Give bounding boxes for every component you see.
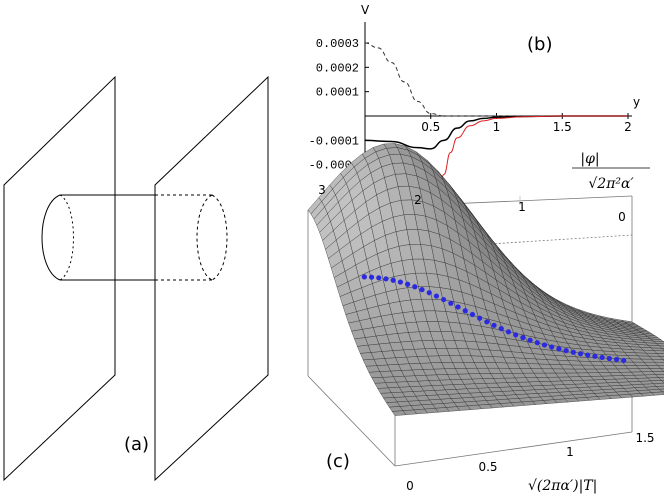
c-t-tick-label: 0.5 (478, 460, 497, 474)
b-xtick-label: 1.5 (553, 120, 572, 134)
c-phi-tick-label: 3 (318, 183, 326, 197)
panel-a-diagram (3, 75, 269, 482)
c-phi-tick-label: 0 (618, 210, 626, 224)
b-ylabel: V (361, 3, 370, 17)
c-curve-point (397, 279, 403, 285)
c-curve-point (549, 344, 555, 350)
panel-c-label: (c) (326, 451, 350, 472)
panel-b-label: (b) (527, 34, 552, 55)
c-curve-point (585, 352, 591, 358)
c-curve-point (592, 353, 598, 359)
b-ytick-label: 0.0001 (316, 86, 359, 100)
c-curve-point (534, 340, 540, 346)
c-curve-point (412, 284, 418, 290)
c-curve-point (390, 277, 396, 283)
left-plane (3, 75, 116, 482)
c-curve-point (441, 296, 447, 303)
c-curve-point (613, 356, 620, 363)
c-surface (307, 143, 664, 416)
c-curve-point (448, 300, 454, 306)
c-curve-point (621, 357, 627, 364)
c-surface-patch (307, 197, 322, 215)
c-curve-point (469, 311, 476, 318)
c-phi-tick-label: 1 (518, 200, 526, 214)
b-ytick-label: -0.0001 (309, 134, 359, 148)
c-curve-point (541, 342, 548, 348)
cylinder-right-end-front (196, 194, 213, 281)
c-t-tick-label: 1 (566, 445, 574, 459)
c-curve-point (520, 335, 526, 341)
c-curve-point (513, 332, 519, 338)
c-curve-point (405, 281, 411, 287)
c-ticks: 3 2 1 0 0 0.5 1 1.5 (318, 183, 654, 493)
right-plane (154, 75, 269, 482)
c-curve-point (426, 290, 432, 296)
c-axis-label-bottom: √(2πα′)|T| (528, 478, 597, 494)
c-curve-point (556, 346, 562, 352)
b-xlabel: y (633, 95, 640, 109)
c-curve-point (455, 304, 461, 310)
c-curve-point (484, 319, 490, 325)
b-series (364, 42, 628, 194)
c-t-tick-label: 1.5 (635, 431, 654, 445)
c-t-tick-label: 0 (406, 479, 414, 493)
cylinder-left-end-front (41, 194, 61, 281)
panel-a-label: (a) (124, 434, 149, 455)
c-curve-point (570, 349, 576, 355)
c-curve-point (376, 275, 382, 281)
b-xtick-label: 1 (493, 120, 501, 134)
b-ytick-label: 0.0002 (316, 61, 359, 75)
c-curve-point (368, 274, 375, 280)
c-curve-point (505, 329, 512, 335)
b-series-line-2 (438, 115, 628, 194)
c-curve-point (491, 322, 497, 328)
c-axis-label-top: |φ| √2π²α′ (572, 151, 650, 192)
c-curve-point (433, 293, 440, 299)
c-curve-point (498, 326, 504, 332)
c-curve-point (462, 308, 468, 314)
c-curve-point (383, 276, 389, 282)
b-xtick-label: 2 (624, 120, 632, 134)
c-curve-point (599, 354, 605, 361)
c-curve-point (419, 287, 425, 293)
cylinder-right-end-back (211, 194, 228, 281)
c-curve-point (527, 337, 533, 343)
panel-c-chart: 3 2 1 0 0 0.5 1 1.5 |φ| √2π²α′ √(2πα′)|T| (307, 143, 664, 494)
c-curve-point (577, 351, 584, 357)
c-phi-tick-label: 2 (414, 193, 422, 207)
c-curve-point (361, 274, 367, 280)
b-ytick-label: 0.0003 (316, 37, 359, 51)
c-blue-curve (361, 274, 627, 364)
c-axis-label-top-num: |φ| (580, 151, 599, 167)
c-curve-point (606, 355, 612, 362)
c-curve-point (563, 348, 569, 354)
c-curve-point (477, 315, 483, 321)
c-axis-label-top-den: √2π²α′ (588, 176, 634, 192)
b-xtick-label: 0.5 (421, 120, 440, 134)
b-series-line-0 (364, 42, 628, 117)
cylinder-left-end-back (59, 194, 74, 281)
